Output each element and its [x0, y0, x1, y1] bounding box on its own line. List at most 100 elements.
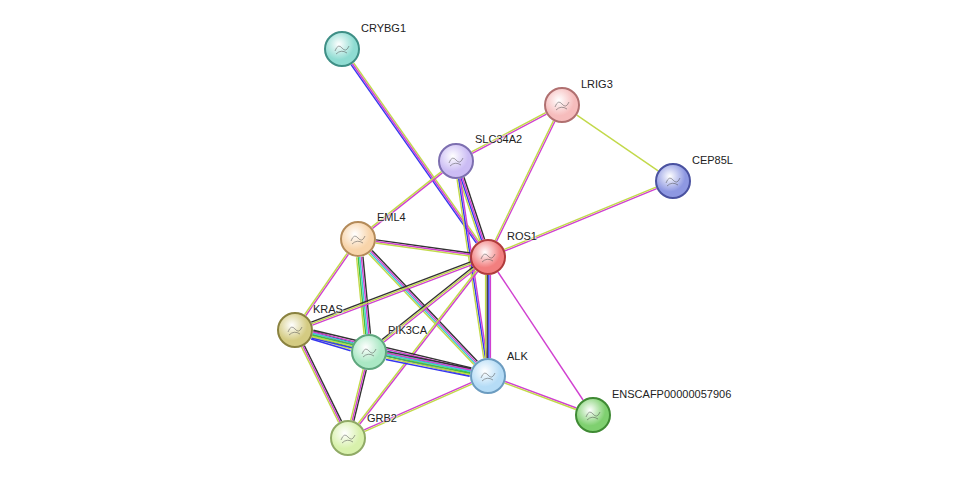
evidence-line [464, 177, 485, 239]
node-circle [277, 312, 313, 348]
interaction-edge [472, 113, 547, 154]
node-label: EML4 [377, 211, 406, 223]
interaction-edge [505, 382, 577, 410]
interaction-edge [351, 63, 479, 243]
evidence-line [504, 187, 656, 249]
evidence-line [365, 384, 472, 431]
evidence-line [351, 65, 476, 244]
evidence-line [383, 268, 474, 341]
structure-glyph [446, 151, 466, 171]
node-circle [340, 221, 376, 257]
evidence-line [577, 115, 658, 171]
evidence-line [472, 113, 546, 152]
evidence-line [505, 189, 657, 251]
evidence-line [387, 355, 471, 372]
evidence-line [386, 358, 470, 375]
evidence-line [351, 369, 363, 420]
protein-node: SLC34A2 [438, 143, 474, 179]
evidence-line [305, 253, 348, 314]
interaction-edge [372, 172, 443, 229]
evidence-line [306, 254, 349, 315]
evidence-line [488, 275, 489, 358]
interaction-edge [312, 330, 472, 375]
interaction-edge [311, 262, 471, 325]
evidence-line [386, 356, 470, 373]
evidence-line [352, 64, 477, 243]
evidence-line [472, 114, 546, 153]
node-circle [470, 239, 506, 275]
structure-glyph [338, 428, 358, 448]
interaction-edge [351, 369, 367, 421]
evidence-line [376, 243, 470, 256]
structure-glyph [359, 342, 379, 362]
node-circle [438, 143, 474, 179]
evidence-line [304, 345, 341, 421]
interaction-edge [504, 187, 656, 251]
evidence-line [358, 257, 366, 334]
protein-node: KRAS [277, 312, 313, 348]
evidence-line [364, 383, 471, 430]
structure-glyph [552, 95, 572, 115]
evidence-line [386, 359, 470, 376]
evidence-line [461, 178, 482, 240]
node-circle [330, 420, 366, 456]
evidence-line [490, 275, 491, 358]
structure-glyph [583, 405, 603, 425]
protein-node: CEP85L [655, 163, 691, 199]
evidence-line [485, 275, 486, 358]
evidence-line [505, 382, 576, 408]
structure-glyph [348, 229, 368, 249]
evidence-line [376, 240, 470, 253]
node-label: CRYBG1 [361, 22, 406, 34]
structure-glyph [663, 171, 683, 191]
interaction-edge [382, 267, 475, 342]
structure-glyph [478, 247, 498, 267]
protein-node: LRIG3 [544, 87, 580, 123]
interaction-edge [577, 115, 658, 171]
evidence-line [354, 370, 366, 421]
evidence-line [357, 257, 365, 334]
protein-node: EML4 [340, 221, 376, 257]
node-circle [324, 31, 360, 67]
evidence-line [303, 346, 340, 422]
interaction-edge [305, 253, 349, 315]
protein-node: GRB2 [330, 420, 366, 456]
interaction-edge [498, 272, 583, 400]
node-circle [544, 87, 580, 123]
evidence-line [373, 173, 443, 229]
interaction-edge [301, 345, 341, 422]
evidence-line [312, 337, 470, 375]
structure-glyph [478, 366, 498, 386]
protein-node: ENSCAFP00000057906 [575, 397, 611, 433]
evidence-line [505, 383, 576, 409]
node-label: LRIG3 [581, 78, 613, 90]
evidence-line [313, 333, 471, 371]
interaction-edge [376, 240, 471, 256]
evidence-line [312, 338, 470, 376]
interaction-edge [486, 275, 491, 358]
evidence-line [382, 267, 473, 340]
evidence-line [352, 369, 364, 420]
evidence-line [312, 265, 471, 325]
evidence-line [487, 275, 488, 358]
node-circle [470, 358, 506, 394]
evidence-line [301, 347, 338, 423]
node-label: PIK3CA [388, 324, 427, 336]
protein-node: CRYBG1 [324, 31, 360, 67]
protein-node: PIK3CA [351, 334, 387, 370]
interaction-edge [386, 352, 471, 377]
protein-node: ALK [470, 358, 506, 394]
evidence-line [498, 272, 583, 400]
evidence-line [462, 178, 483, 240]
node-label: CEP85L [692, 154, 733, 166]
structure-glyph [332, 39, 352, 59]
interaction-edge [357, 257, 371, 335]
node-circle [575, 397, 611, 433]
evidence-line [313, 332, 471, 370]
node-label: ROS1 [507, 230, 537, 242]
evidence-line [354, 63, 479, 242]
node-label: KRAS [313, 303, 343, 315]
node-label: ENSCAFP00000057906 [612, 388, 731, 400]
evidence-line [376, 241, 470, 254]
interaction-edge [364, 383, 472, 432]
